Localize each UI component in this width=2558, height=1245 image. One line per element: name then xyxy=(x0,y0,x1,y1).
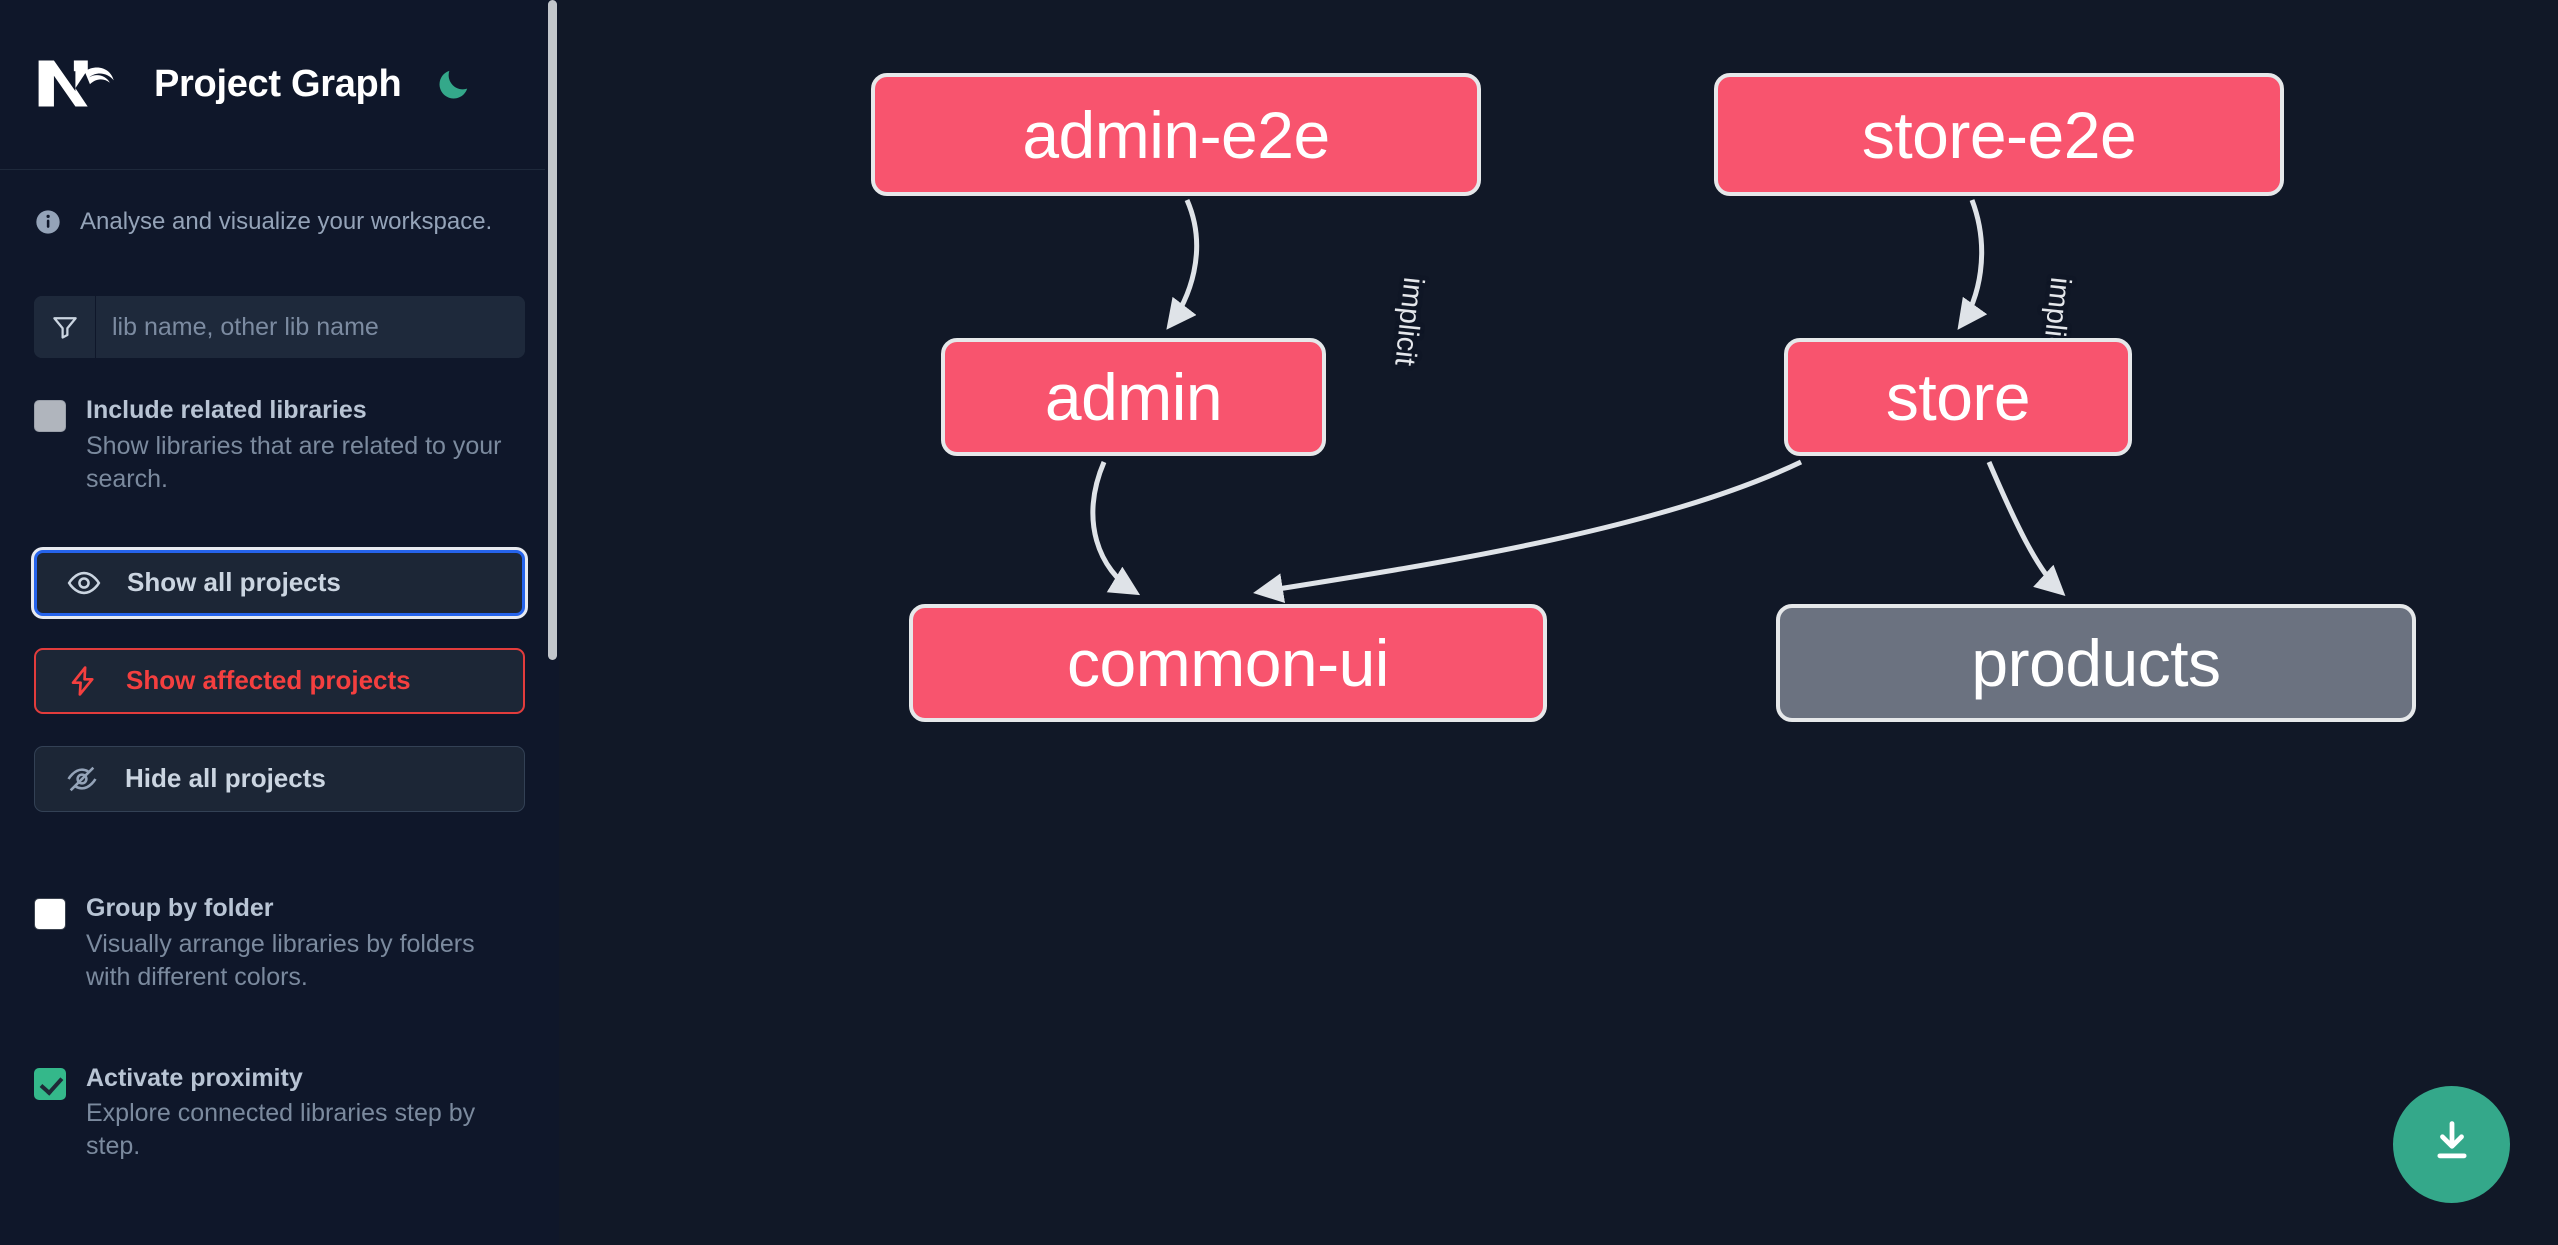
moon-icon[interactable] xyxy=(431,63,475,107)
search-bar xyxy=(34,296,525,358)
info-icon xyxy=(34,208,62,236)
hide-all-projects-label: Hide all projects xyxy=(125,763,326,794)
option-text-block: Group by folder Visually arrange librari… xyxy=(86,894,525,994)
filter-funnel-icon[interactable] xyxy=(34,296,96,358)
search-input[interactable] xyxy=(96,296,525,358)
option-text-block: Activate proximity Explore connected lib… xyxy=(86,1064,525,1164)
edge-store-to-common-ui xyxy=(1253,459,1803,604)
group-by-folder-checkbox[interactable] xyxy=(34,897,66,930)
hide-all-projects-button[interactable]: Hide all projects xyxy=(34,745,525,812)
option-description: Explore connected libraries step by step… xyxy=(86,1099,476,1161)
graph-node-store[interactable]: store xyxy=(1784,338,2132,456)
graph-node-store-e2e[interactable]: store-e2e xyxy=(1714,73,2284,196)
edge-store-to-products xyxy=(1986,461,2066,597)
graph-canvas[interactable]: implicit implicit admin-e2e store-e2e ad… xyxy=(559,0,2558,1245)
option-label: Activate proximity xyxy=(86,1063,303,1092)
eye-off-icon xyxy=(63,760,101,798)
graph-node-common-ui[interactable]: common-ui xyxy=(909,604,1547,722)
download-icon xyxy=(2426,1116,2478,1173)
edge-store-e2e-to-store xyxy=(1957,199,1988,330)
option-group-by-folder[interactable]: Group by folder Visually arrange librari… xyxy=(34,894,525,994)
nx-logo-icon xyxy=(34,54,126,116)
graph-edges xyxy=(1090,198,2066,604)
graph-node-admin[interactable]: admin xyxy=(941,338,1326,456)
lightning-bolt-icon xyxy=(64,662,102,700)
graph-node-products[interactable]: products xyxy=(1776,604,2416,722)
sidebar: Project Graph Analyse and visualize your… xyxy=(0,0,559,1245)
activate-proximity-checkbox[interactable] xyxy=(34,1067,66,1100)
include-related-libraries-checkbox[interactable] xyxy=(34,400,66,432)
sidebar-tagline: Analyse and visualize your workspace. xyxy=(0,170,559,236)
show-all-projects-button[interactable]: Show all projects xyxy=(34,549,525,616)
option-description: Visually arrange libraries by folders wi… xyxy=(86,929,475,991)
show-affected-projects-button[interactable]: Show affected projects xyxy=(34,647,525,714)
page-title: Project Graph xyxy=(154,63,402,105)
option-label: Include related libraries xyxy=(86,396,367,424)
sidebar-header: Project Graph xyxy=(0,0,559,170)
show-all-projects-label: Show all projects xyxy=(127,567,341,598)
sidebar-scrollbar[interactable] xyxy=(545,0,559,1245)
option-text-block: Include related libraries Show libraries… xyxy=(86,396,525,496)
option-activate-proximity[interactable]: Activate proximity Explore connected lib… xyxy=(34,1064,525,1164)
option-include-related-libraries[interactable]: Include related libraries Show libraries… xyxy=(34,396,525,496)
sidebar-scrollbar-thumb[interactable] xyxy=(548,0,557,660)
sidebar-tagline-text: Analyse and visualize your workspace. xyxy=(80,208,493,235)
option-description: Show libraries that are related to your … xyxy=(86,431,502,493)
edge-admin-to-common-ui xyxy=(1090,461,1141,596)
download-image-button[interactable] xyxy=(2393,1086,2510,1203)
edge-admin-e2e-to-admin xyxy=(1166,198,1200,330)
graph-node-admin-e2e[interactable]: admin-e2e xyxy=(871,73,1481,196)
eye-icon xyxy=(65,564,103,602)
option-label: Group by folder xyxy=(86,893,274,922)
show-affected-projects-label: Show affected projects xyxy=(126,665,411,696)
